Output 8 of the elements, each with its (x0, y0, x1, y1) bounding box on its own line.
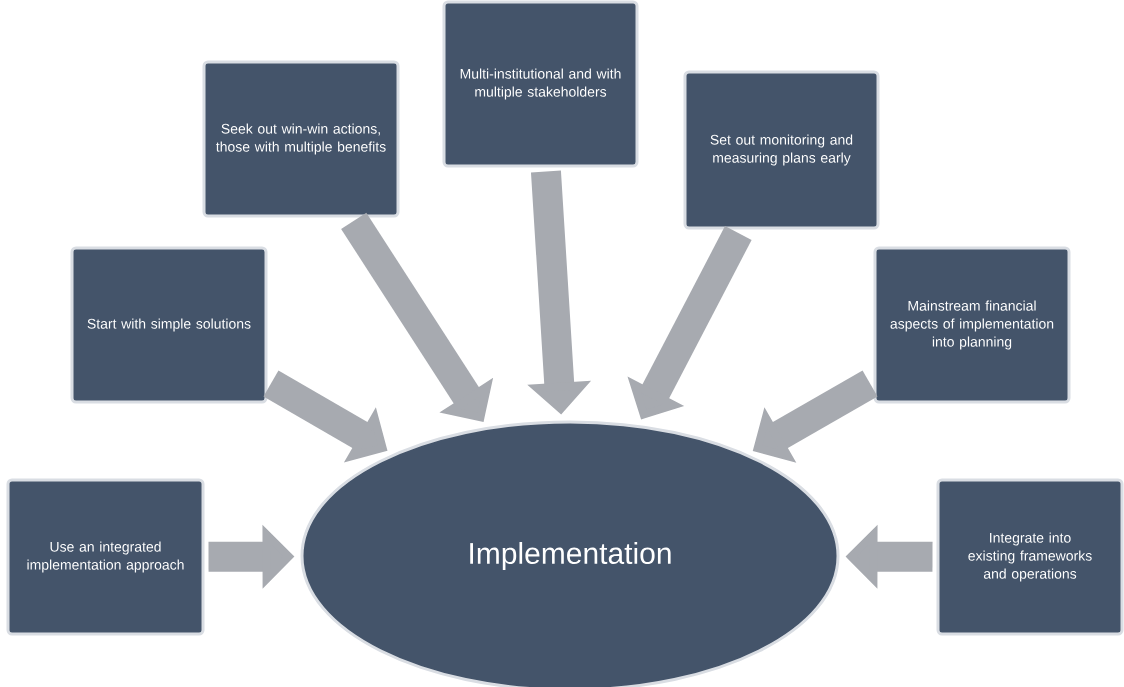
text-box: Start with simple solutions (70, 246, 268, 404)
text-box: Multi-institutional and with multiple stakeholders (442, 0, 639, 168)
text-box: Seek out win-win actions, those with multiple benefits (202, 60, 400, 218)
text-box: Integrate into existing frameworks and operations (936, 478, 1124, 636)
block-arrow (341, 212, 494, 422)
text-box: Use an integrated implementation approach (6, 478, 205, 636)
text-box: Mainstream financial aspects of implementation into planning (873, 246, 1071, 404)
text-box: Set out monitoring and measuring plans early (683, 70, 880, 230)
